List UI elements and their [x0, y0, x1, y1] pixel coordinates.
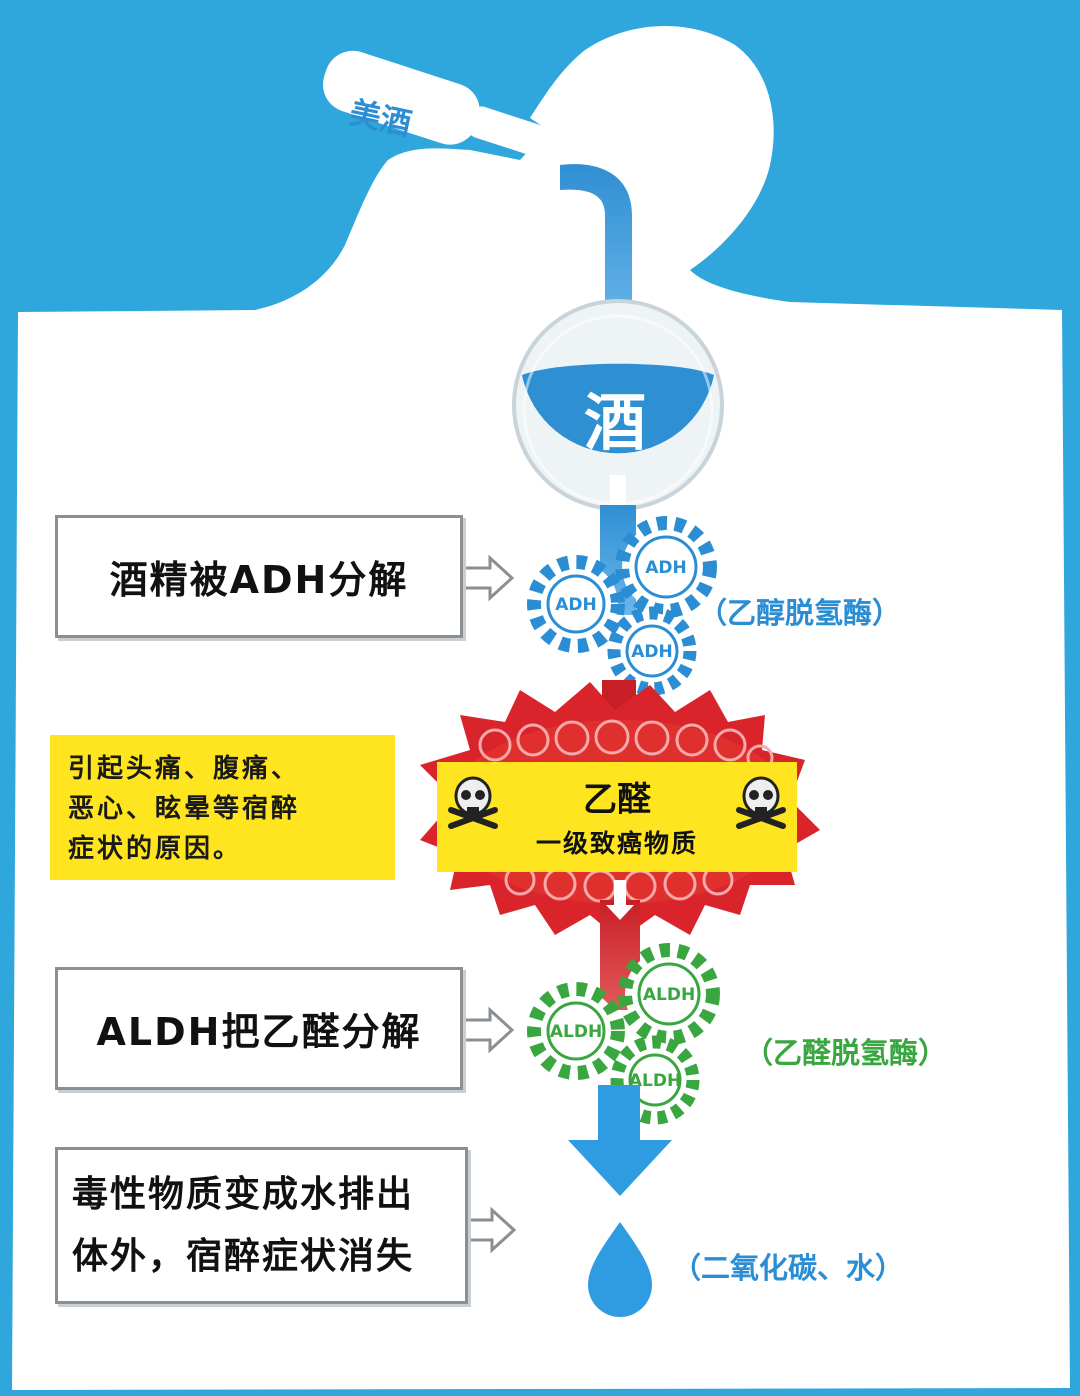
aldh-gear-2: ALDH — [527, 982, 625, 1080]
skull-crossbones-icon — [448, 776, 498, 829]
arrow-right-icons — [461, 554, 517, 1254]
acetaldehyde-title: 乙醛 — [583, 780, 651, 820]
stomach-label: 酒 — [583, 386, 646, 459]
step-water-line-1: 毒性物质变成水排出 — [72, 1173, 415, 1215]
adh-gear-3: ADH — [607, 606, 697, 696]
esophagus — [560, 164, 632, 340]
arrow-down-large — [568, 1085, 672, 1196]
step-aldh-text: ALDH把乙醛分解 — [96, 1010, 422, 1054]
symptoms-box: 引起头痛、腹痛、 恶心、眩晕等宿醉 症状的原因。 — [50, 735, 395, 880]
arrow-down-small — [606, 880, 634, 920]
adh-gear-1-label: ADH — [645, 558, 687, 578]
step-water-box: 毒性物质变成水排出 体外，宿醉症状消失 — [55, 1147, 468, 1304]
note-water: （二氧化碳、水） — [672, 1251, 905, 1285]
skull-crossbones-icon — [736, 776, 786, 829]
arrow-right-icon-aldh — [461, 1006, 515, 1054]
bottle — [322, 50, 561, 158]
acetaldehyde-subtitle: 一级致癌物质 — [535, 829, 698, 858]
adh-gear-2-label: ADH — [555, 595, 597, 615]
acetaldehyde-label-box: 乙醛 一级致癌物质 — [437, 762, 797, 872]
aldh-gear-1-label: ALDH — [643, 985, 695, 1005]
adh-gear-1: ADH — [615, 516, 717, 618]
note-aldh: （乙醛脱氢酶） — [744, 1036, 948, 1070]
symptoms-line-1: 引起头痛、腹痛、 — [68, 754, 301, 784]
arrow-right-icon-adh — [461, 554, 515, 602]
water-drop-icon — [588, 1222, 652, 1317]
aldh-gear-3-label: ALDH — [629, 1071, 681, 1091]
step-water-line-2: 体外，宿醉症状消失 — [72, 1235, 415, 1277]
aldh-gear-2-label: ALDH — [550, 1022, 602, 1042]
step-adh-box: 酒精被ADH分解 — [55, 515, 463, 638]
symptoms-line-2: 恶心、眩晕等宿醉 — [68, 794, 301, 824]
arrow-right-icon-water — [466, 1206, 517, 1254]
step-adh-text: 酒精被ADH分解 — [109, 558, 409, 602]
aldh-gear-1: ALDH — [618, 943, 720, 1045]
adh-gear-2: ADH — [527, 555, 625, 653]
symptoms-line-3: 症状的原因。 — [68, 834, 243, 864]
adh-gears: ADH ADH ADH — [527, 516, 717, 696]
note-adh: （乙醇脱氢酶） — [698, 596, 902, 630]
step-aldh-box: ALDH把乙醛分解 — [55, 967, 463, 1090]
adh-gear-3-label: ADH — [631, 642, 673, 662]
